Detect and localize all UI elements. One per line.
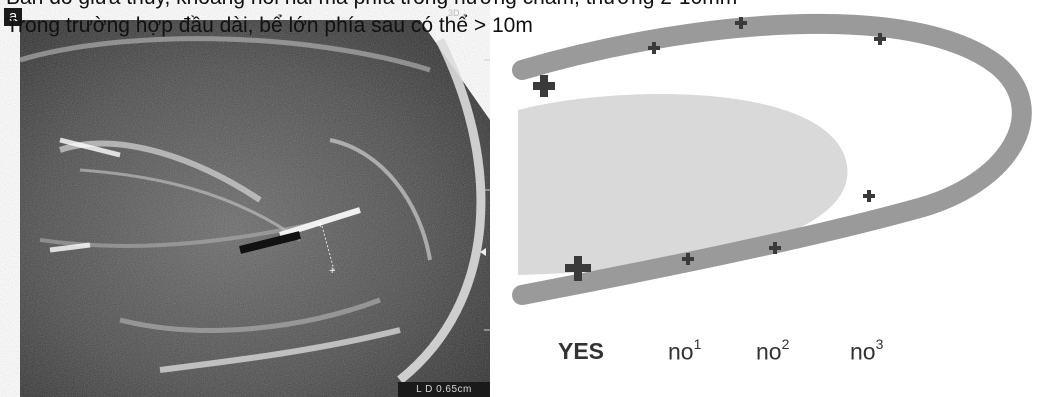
label-no-1: no1 [668,338,701,366]
caption-line-2: Trong trường hợp đầu dài, bể lớn phía sa… [6,12,1046,40]
label-no-3: no3 [850,338,883,366]
ultrasound-image: + + a 3D L D 0.65cm [0,0,490,397]
label-yes: YES [558,338,604,365]
ultrasound-scan: + + [0,0,490,397]
svg-text:+: + [317,219,323,231]
caption-line-1: Bản đồ giữa thùy, khoảng hồi hải mã phía… [6,0,1046,12]
diagram-labels: YES no1 no2 no3 [492,338,1048,378]
svg-text:+: + [329,265,335,277]
caption: Bản đồ giữa thùy, khoảng hồi hải mã phía… [6,0,1046,40]
label-no-2: no2 [756,338,789,366]
scoring-diagram: YES no1 no2 no3 [492,0,1048,397]
measurement-readout: L D 0.65cm [398,382,490,397]
